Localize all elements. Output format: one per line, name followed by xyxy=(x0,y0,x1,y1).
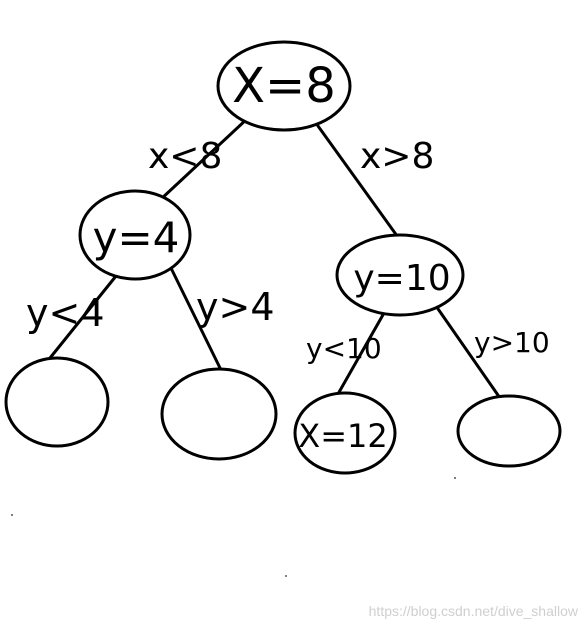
leaf-node-rr xyxy=(456,394,562,468)
left-node-label: y=4 xyxy=(93,213,180,262)
right-node xyxy=(335,233,465,317)
edge-root-left xyxy=(158,116,250,202)
left-node xyxy=(78,189,192,281)
edge-root-right xyxy=(316,124,402,242)
speck xyxy=(285,575,287,577)
edge-label-left-ll: y<4 xyxy=(26,291,105,335)
edge-label-left-lr: y>4 xyxy=(196,285,275,329)
leaf-rl-label: X=12 xyxy=(298,417,387,455)
root-node xyxy=(216,40,352,132)
leaf-node-lr xyxy=(160,367,278,461)
right-node-label: y=10 xyxy=(353,258,450,299)
watermark-text: https://blog.csdn.net/dive_shallow xyxy=(369,603,579,619)
edge-right-rl xyxy=(336,304,390,396)
speck xyxy=(454,477,456,479)
edge-label-root-right: x>8 xyxy=(360,136,434,177)
edge-label-right-rl: y<10 xyxy=(306,332,382,365)
edge-left-ll xyxy=(48,274,118,360)
edge-left-lr xyxy=(168,264,224,374)
edge-label-root-left: x<8 xyxy=(148,136,222,177)
root-node-label: X=8 xyxy=(232,58,336,114)
leaf-node-ll xyxy=(4,356,110,448)
edge-right-rr xyxy=(434,304,502,400)
leaf-node-rl xyxy=(293,391,397,475)
speck xyxy=(11,514,13,516)
edge-label-right-rr: y>10 xyxy=(474,326,550,359)
